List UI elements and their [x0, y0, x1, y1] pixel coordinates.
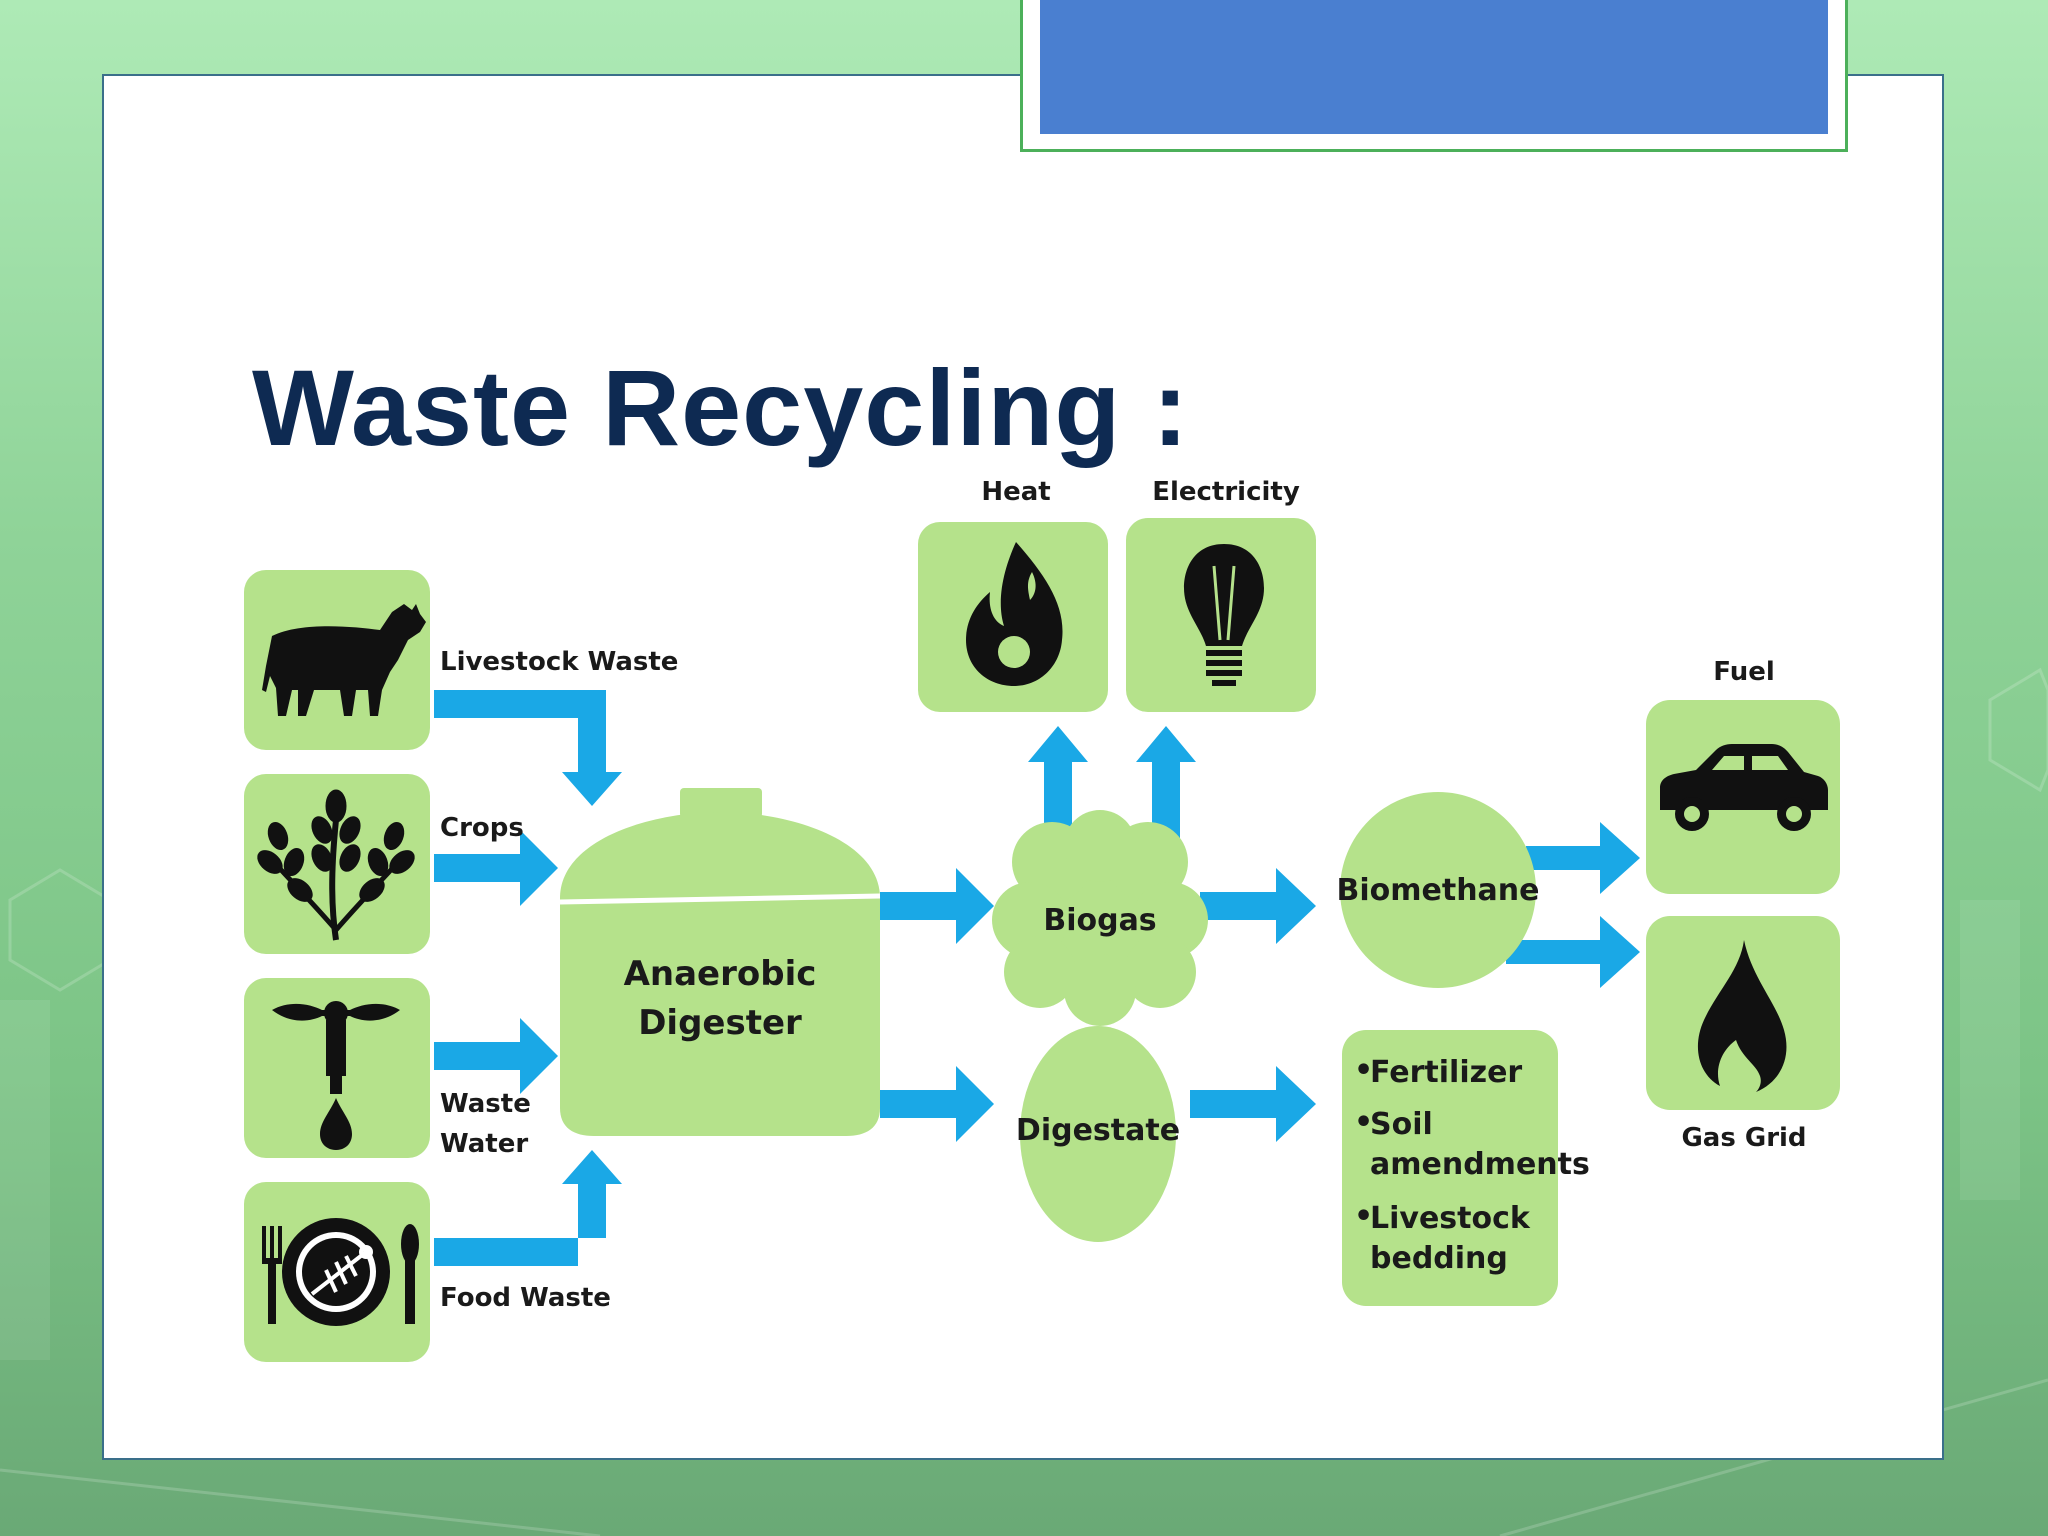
anaerobic-digester: Anaerobic Digester [559, 788, 881, 1136]
arrow-wastewater-to-digester [434, 1018, 558, 1094]
title-placeholder-box [1040, 0, 1828, 134]
digestate-uses-box: • Fertilizer • Soil amendments • Livesto… [1342, 1030, 1590, 1306]
cow-icon [262, 604, 426, 716]
digestate-label: Digestate [1016, 1113, 1180, 1148]
crops-box [244, 774, 430, 954]
uses-bullet-3: • [1354, 1199, 1373, 1234]
arrow-biogas-to-heat [1028, 726, 1088, 842]
crops-label: Crops [440, 813, 524, 843]
faucet-drop-icon [272, 1001, 400, 1150]
gasgrid-label: Gas Grid [1681, 1123, 1806, 1153]
use-livestock-line2: bedding [1370, 1241, 1508, 1276]
slide-title: Waste Recycling : [252, 347, 1190, 468]
livestock-label: Livestock Waste [440, 647, 678, 677]
wastewater-label-line1: Waste [440, 1089, 531, 1119]
heat-label: Heat [981, 477, 1050, 507]
arrow-livestock-to-digester [434, 690, 622, 806]
biogas-label: Biogas [1043, 903, 1156, 938]
biomethane-node: Biomethane [1336, 792, 1540, 988]
fuel-label: Fuel [1713, 657, 1775, 687]
foodwaste-label: Food Waste [440, 1283, 611, 1313]
digester-label-line2: Digester [638, 1003, 802, 1043]
arrow-foodwaste-to-digester [434, 1150, 622, 1266]
uses-bullet-2: • [1354, 1105, 1373, 1140]
arrow-crops-to-digester [434, 830, 558, 906]
plate-fishbone-icon [262, 1218, 419, 1326]
arrow-digestate-to-uses [1190, 1066, 1316, 1142]
lightbulb-icon [1184, 544, 1264, 686]
biogas-node: Biogas [992, 810, 1208, 1026]
uses-bullet-1: • [1354, 1053, 1373, 1088]
wheat-icon [257, 789, 415, 941]
flow-arrows [434, 690, 1640, 1266]
arrow-digester-to-biogas [880, 868, 994, 944]
biomethane-label: Biomethane [1336, 873, 1539, 908]
car-icon [1660, 744, 1828, 831]
gas-flame-icon [1697, 940, 1787, 1092]
flame-icon [966, 542, 1063, 686]
arrow-biogas-to-biomethane [1200, 868, 1316, 944]
use-fertilizer: Fertilizer [1370, 1055, 1522, 1090]
digester-label-line1: Anaerobic [624, 954, 817, 994]
use-soil-line1: Soil [1370, 1107, 1433, 1142]
arrow-biomethane-to-gasgrid [1506, 916, 1640, 988]
digestate-node: Digestate [1016, 1026, 1180, 1242]
arrow-biogas-to-electricity [1136, 726, 1196, 842]
arrow-digester-to-digestate [880, 1066, 994, 1142]
arrow-biomethane-to-fuel [1526, 822, 1640, 894]
electricity-label: Electricity [1152, 477, 1300, 507]
wastewater-label-line2: Water [440, 1129, 528, 1159]
use-livestock-line1: Livestock [1370, 1201, 1531, 1236]
use-soil-line2: amendments [1370, 1147, 1590, 1182]
